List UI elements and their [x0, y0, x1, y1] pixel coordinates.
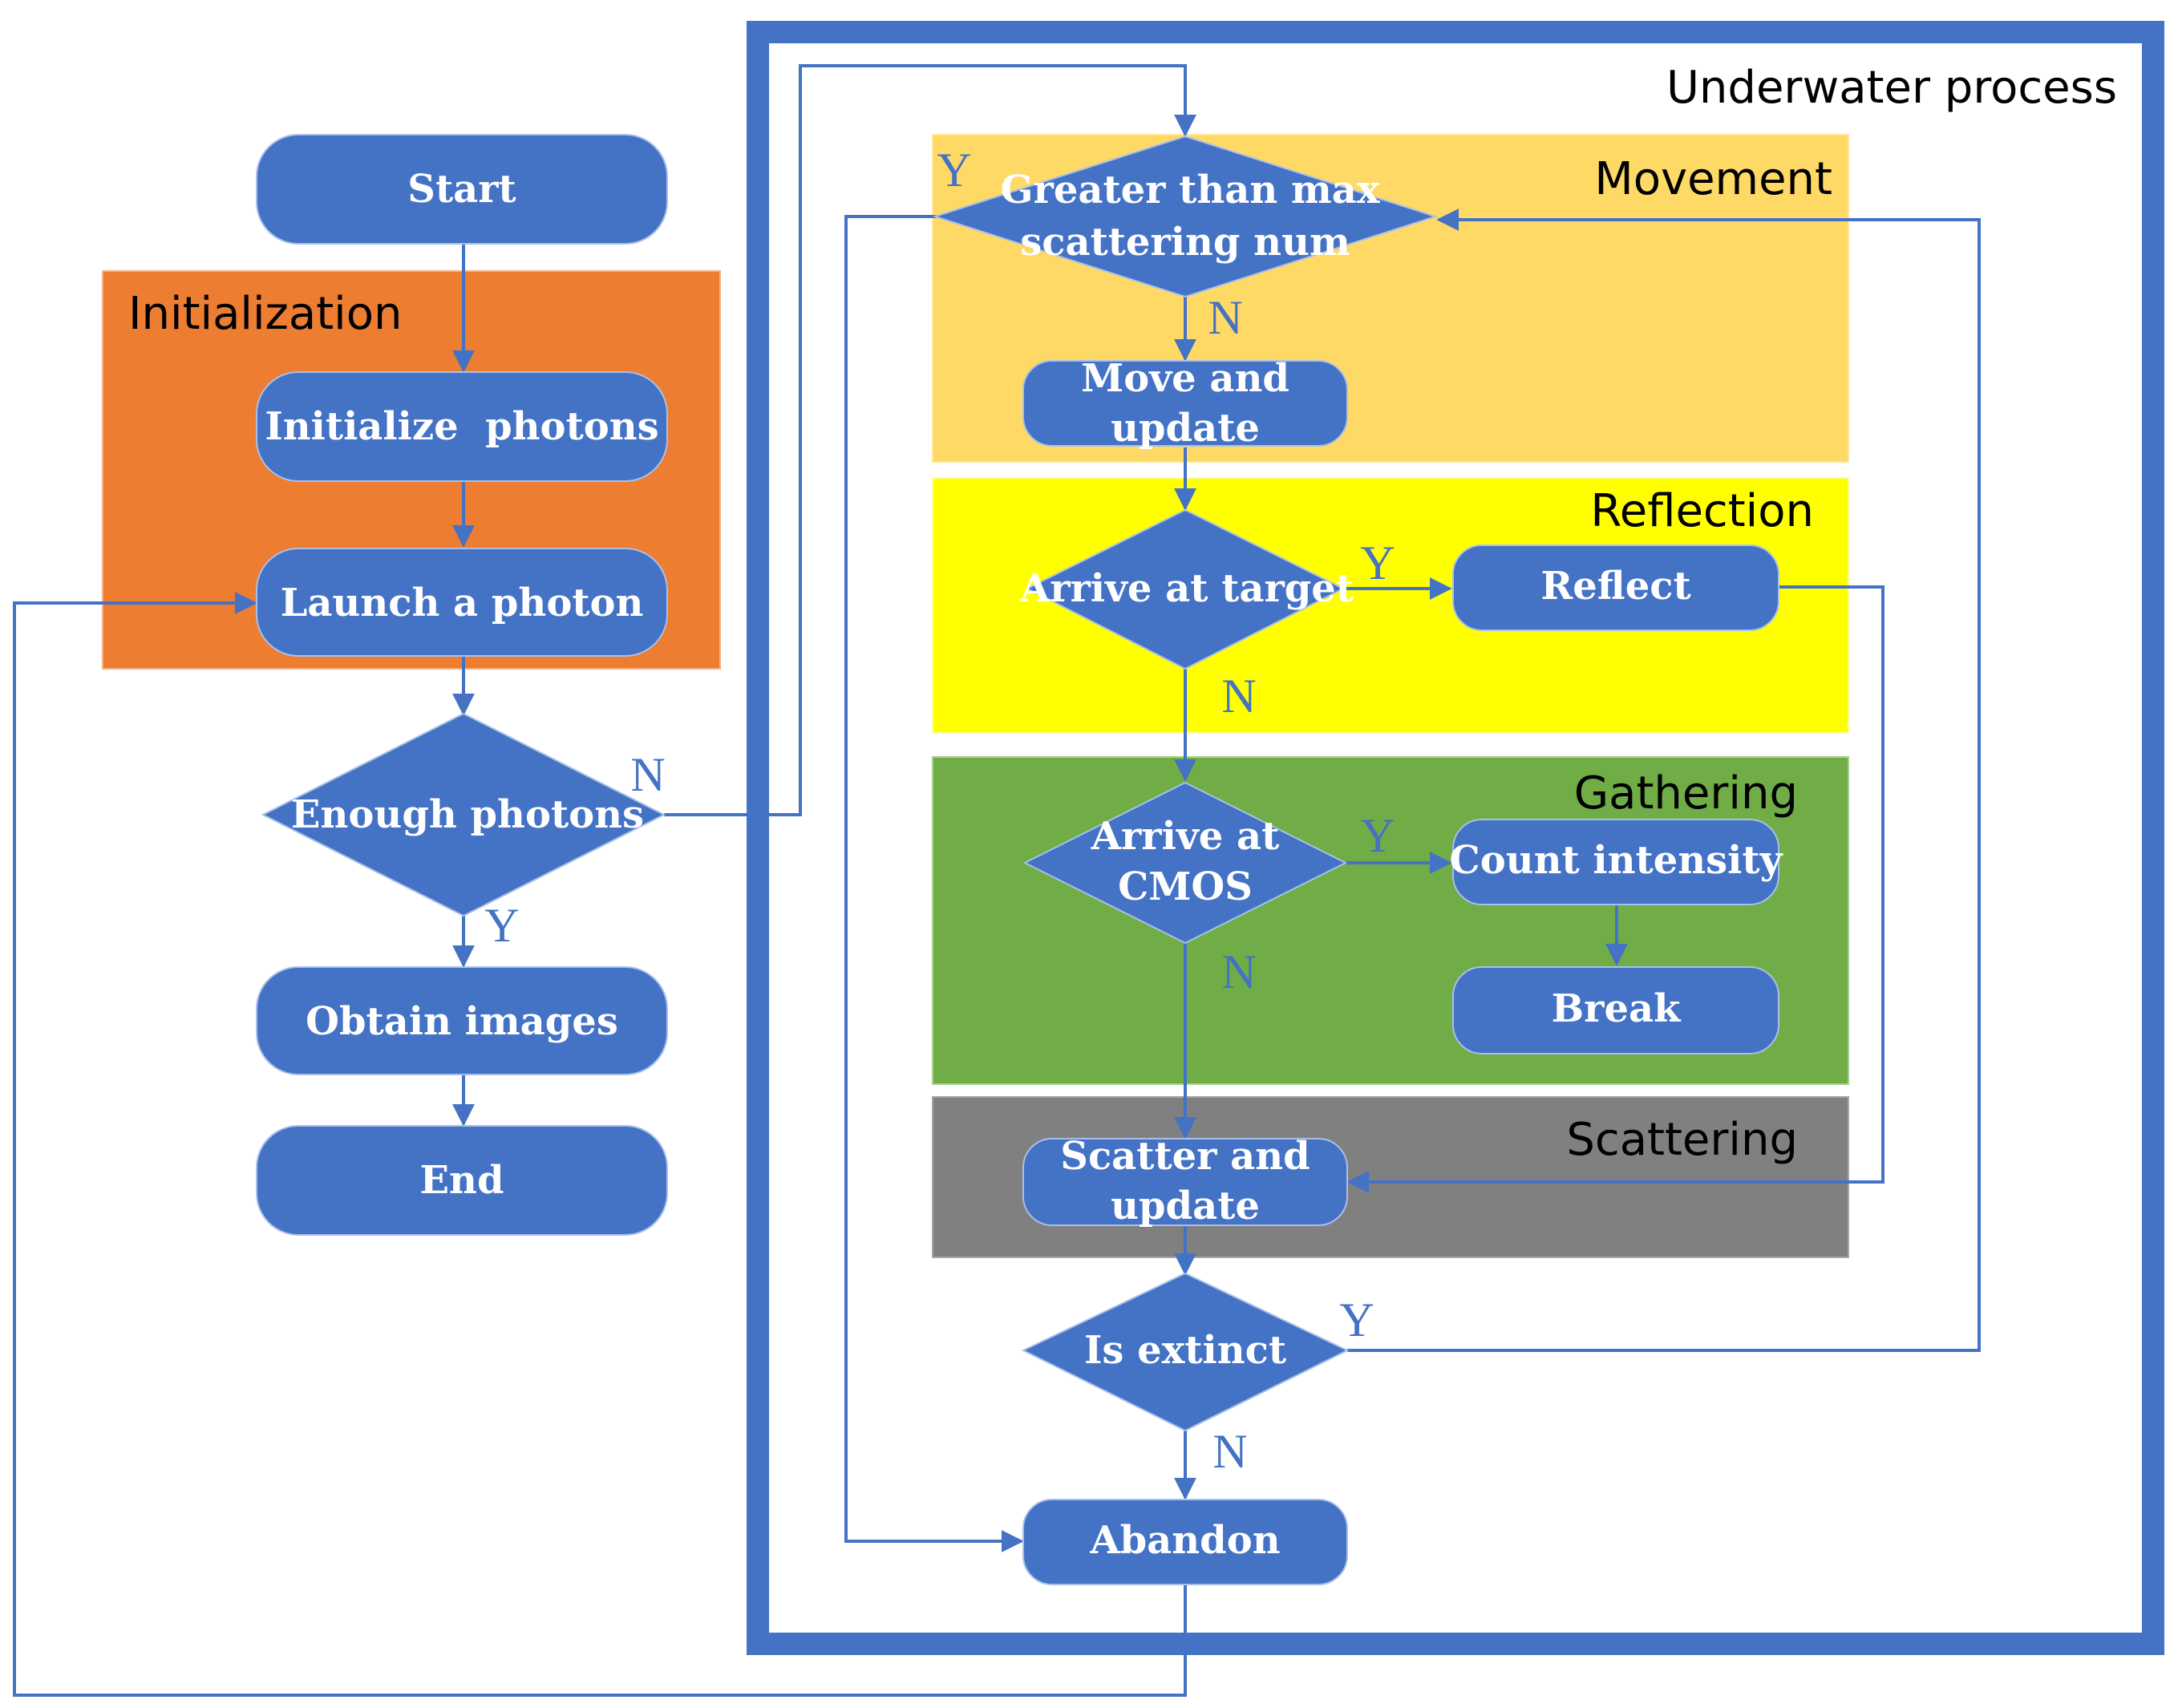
break-node[interactable]: Break [1452, 966, 1779, 1054]
scatter-and-update-label-line2: update [1111, 1184, 1260, 1228]
arrive-at-target-label: Arrive at target [1019, 566, 1354, 611]
greater-than-max-no-label: N [1208, 291, 1242, 344]
enough-photons-yes-label: Y [484, 899, 519, 952]
underwater-process-label: Underwater process [1666, 62, 2117, 114]
arrow-reflect-to-scatter [1346, 585, 1884, 1193]
arrow-greater-yes-to-abandon [844, 215, 1024, 1552]
arrive-at-cmos-yes-label: Y [1360, 809, 1395, 862]
move-and-update-label-line2: update [1111, 406, 1260, 451]
greater-than-max-label-line2: scattering num [1020, 220, 1350, 265]
obtain-images-label: Obtain images [306, 999, 618, 1044]
abandon-label: Abandon [1089, 1518, 1280, 1563]
end-node[interactable]: End [256, 1125, 668, 1236]
reflection-label: Reflection [1590, 485, 1814, 537]
arrive-at-cmos-no-label: N [1221, 945, 1256, 998]
is-extinct-decision[interactable]: Is extinct [1021, 1272, 1350, 1432]
count-intensity-label: Count intensity [1450, 838, 1784, 883]
abandon-node[interactable]: Abandon [1022, 1499, 1348, 1585]
arrive-at-cmos-decision[interactable]: Arrive at CMOS [1022, 781, 1348, 945]
is-extinct-no-label: N [1212, 1425, 1247, 1478]
initialize-photons-node[interactable]: Initialize photons [256, 371, 668, 482]
arrive-at-target-decision[interactable]: Arrive at target [1019, 508, 1354, 670]
start-node[interactable]: Start [256, 134, 668, 245]
enough-photons-decision[interactable]: Enough photons [261, 712, 666, 917]
arrive-at-cmos-label-line1: Arrive at [1091, 814, 1279, 859]
reflect-node[interactable]: Reflect [1452, 544, 1779, 631]
is-extinct-yes-label: Y [1339, 1293, 1374, 1346]
move-and-update-label-line1: Move and [1081, 356, 1289, 401]
arrive-at-target-no-label: N [1221, 670, 1256, 722]
scattering-label: Scattering [1566, 1114, 1798, 1166]
start-label: Start [407, 167, 516, 212]
scatter-and-update-label-line1: Scatter and [1060, 1134, 1310, 1179]
greater-than-max-scattering-decision[interactable]: Greater than max scattering num [932, 135, 1439, 298]
launch-photon-node[interactable]: Launch a photon [256, 548, 668, 657]
greater-than-max-label-line1: Greater than max [1001, 168, 1380, 212]
obtain-images-node[interactable]: Obtain images [256, 966, 668, 1075]
break-label: Break [1552, 986, 1682, 1031]
enough-photons-label: Enough photons [291, 792, 644, 837]
gathering-label: Gathering [1574, 767, 1798, 820]
launch-photon-label: Launch a photon [281, 581, 644, 625]
reflect-label: Reflect [1540, 564, 1690, 609]
is-extinct-label: Is extinct [1084, 1328, 1286, 1373]
enough-photons-no-label: N [630, 748, 665, 801]
arrow-abandon-to-launch [13, 592, 1187, 1697]
count-intensity-node[interactable]: Count intensity [1450, 819, 1784, 905]
end-label: End [419, 1158, 504, 1203]
movement-label: Movement [1594, 153, 1832, 205]
arrow-enough-no-to-greater [664, 64, 1196, 816]
greater-than-max-yes-label: Y [937, 144, 971, 196]
arrive-at-cmos-label-line2: CMOS [1118, 864, 1253, 909]
arrow-extinct-yes-to-greater [1347, 208, 1981, 1352]
scattering-region [932, 1096, 1849, 1258]
scatter-and-update-node[interactable]: Scatter and update [1022, 1134, 1348, 1228]
initialization-label: Initialization [128, 288, 403, 340]
initialize-photons-label: Initialize photons [265, 404, 658, 449]
arrive-at-target-yes-label: Y [1360, 536, 1395, 589]
gathering-region [932, 756, 1849, 1085]
move-and-update-node[interactable]: Move and update [1022, 356, 1348, 451]
underwater-process-frame [747, 21, 2164, 1655]
